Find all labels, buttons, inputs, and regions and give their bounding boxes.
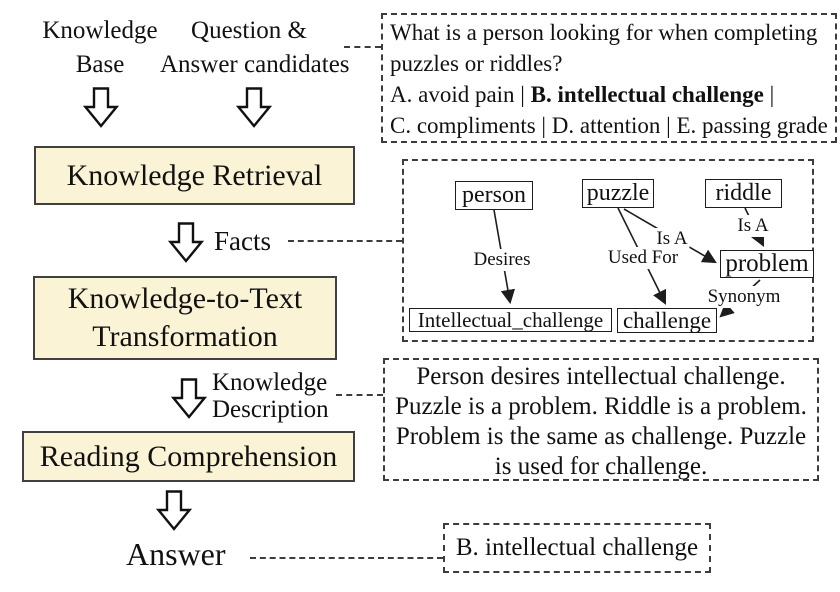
- knowledge-graph-box: person puzzle riddle problem Intellectua…: [402, 159, 814, 342]
- stage-reading-comprehension-label: Reading Comprehension: [39, 439, 338, 473]
- down-block-arrow-icon: [156, 490, 192, 531]
- knowledge-base-label-line1: Knowledge: [42, 17, 158, 44]
- question-answer-candidates-label: Question & Answer candidates: [160, 14, 350, 82]
- graph-node-puzzle: puzzle: [582, 179, 654, 208]
- question-line1: What is a person looking for when comple…: [390, 20, 818, 45]
- graph-node-riddle: riddle: [705, 179, 782, 208]
- question-answer-label-line1: Question &: [191, 17, 307, 44]
- graph-node-person: person: [455, 181, 533, 210]
- down-block-arrow-icon: [236, 87, 272, 128]
- knowledge-base-label: Knowledge Base: [37, 14, 163, 82]
- choice-b-correct: B. intellectual challenge: [530, 82, 764, 107]
- down-block-arrow-icon: [171, 378, 207, 419]
- answer-result-text: B. intellectual challenge: [455, 534, 699, 561]
- stage-knowledge-retrieval-label: Knowledge Retrieval: [66, 158, 323, 192]
- dashed-connector-facts: [288, 240, 402, 242]
- knowledge-description-line4: is used for challenge.: [494, 453, 708, 480]
- knowledge-description-label: Knowledge Description: [212, 369, 329, 423]
- dashed-connector-knowledge-description: [336, 394, 383, 396]
- facts-label: Facts: [214, 226, 271, 256]
- answer-result-box: B. intellectual challenge: [443, 523, 711, 573]
- knowledge-description-line3: Problem is the same as challenge. Puzzle: [395, 423, 807, 450]
- question-answer-label-line2: Answer candidates: [160, 51, 350, 78]
- knowledge-description-box: Person desires intellectual challenge. P…: [383, 358, 819, 481]
- edge-label-synonym: Synonym: [705, 286, 783, 308]
- question-example-box: What is a person looking for when comple…: [381, 13, 837, 143]
- graph-node-problem: problem: [720, 250, 814, 278]
- answer-label: Answer: [126, 536, 226, 572]
- stage2-label-line1: Knowledge-to-Text: [67, 282, 303, 315]
- choice-a: A. avoid pain |: [390, 82, 531, 107]
- knowledge-description-line1: Person desires intellectual challenge.: [416, 363, 786, 390]
- choice-separator: |: [763, 82, 775, 107]
- edge-label-used-for: Used For: [605, 247, 681, 269]
- stage2-label-line2: Transformation: [92, 320, 278, 353]
- down-block-arrow-icon: [168, 222, 204, 263]
- stage-knowledge-to-text-transformation: Knowledge-to-Text Transformation: [33, 276, 337, 360]
- question-line2: puzzles or riddles?: [390, 51, 563, 76]
- edge-label-desires: Desires: [471, 249, 533, 271]
- down-block-arrow-icon: [83, 87, 119, 128]
- knowledge-base-label-line2: Base: [75, 51, 125, 78]
- question-line3: A. avoid pain | B. intellectual challeng…: [390, 79, 835, 110]
- graph-node-challenge: challenge: [617, 308, 717, 333]
- question-line4: C. compliments | D. attention | E. passi…: [390, 113, 828, 138]
- dashed-connector-question: [344, 46, 381, 48]
- stage-reading-comprehension: Reading Comprehension: [22, 431, 355, 482]
- knowledge-description-line2: Puzzle is a problem. Riddle is a problem…: [395, 393, 807, 420]
- knowledge-description-label-line2: Description: [212, 396, 329, 423]
- edge-label-isa-riddle: Is A: [735, 215, 771, 237]
- edge-label-isa-puzzle: Is A: [654, 228, 690, 250]
- stage-knowledge-retrieval: Knowledge Retrieval: [34, 146, 355, 205]
- dashed-connector-answer: [250, 557, 443, 559]
- graph-node-intellectual-challenge: Intellectual_challenge: [409, 308, 612, 332]
- knowledge-description-label-line1: Knowledge: [212, 369, 328, 396]
